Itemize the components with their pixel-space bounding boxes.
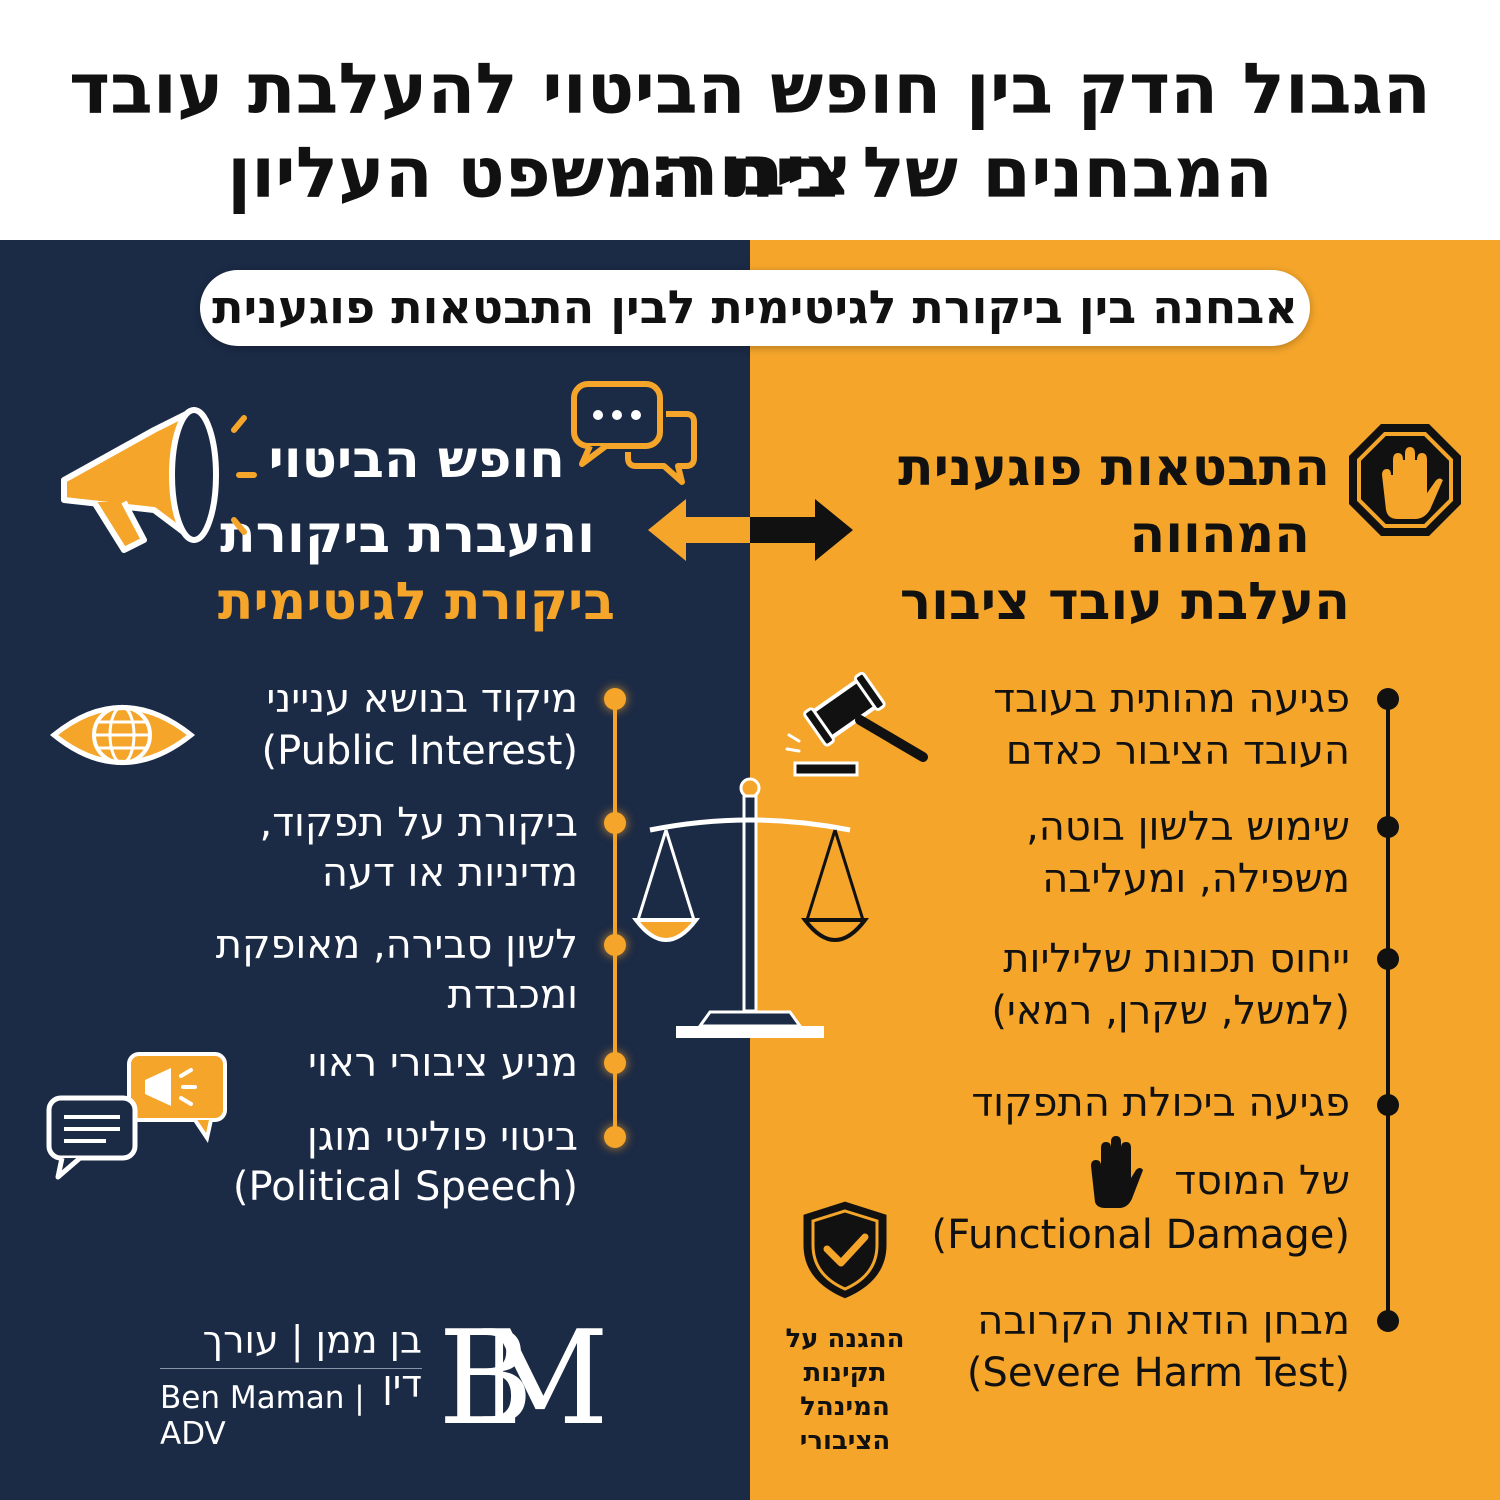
left-timeline-line bbox=[613, 700, 617, 1140]
right-item-5-line-2: (Severe Harm Test) bbox=[966, 1350, 1350, 1396]
double-arrow-icon bbox=[648, 499, 853, 561]
right-bullet-5 bbox=[1377, 1310, 1399, 1332]
right-item-5-line-1: מבחן הודאות הקרובה bbox=[977, 1298, 1350, 1344]
left-bullet-4 bbox=[604, 1052, 626, 1074]
right-item-2-line-1: שימוש בלשון בוטה, bbox=[1026, 804, 1350, 850]
left-item-5-line-1: ביטוי פוליטי מוגן bbox=[306, 1114, 578, 1160]
left-item-1-line-1: מיקוד בנושא ענייני bbox=[266, 676, 578, 722]
banner-text: אבחנה בין ביקורת לגיטימית לבין התבטאות פ… bbox=[212, 280, 1298, 334]
right-item-1-line-1: פגיעה מהותית בעובד bbox=[993, 676, 1350, 722]
right-item-4-line-2: של המוסד bbox=[1174, 1158, 1350, 1204]
right-item-2-line-2: משפילה, ומעליבה bbox=[1042, 856, 1350, 902]
note-line-2: תקינות bbox=[803, 1358, 887, 1388]
left-heading-line-2: והעברת ביקורת bbox=[220, 505, 595, 565]
right-heading-line-2: המהווה bbox=[1129, 505, 1310, 565]
shield-check-icon bbox=[798, 1196, 892, 1304]
left-heading-line-3: ביקורת לגיטימית bbox=[217, 572, 615, 632]
hand-icon bbox=[1091, 1136, 1143, 1208]
brand-english: Ben Maman | ADV bbox=[160, 1380, 365, 1452]
note-line-3: המינהל bbox=[800, 1392, 890, 1422]
right-bullet-1 bbox=[1377, 688, 1399, 710]
logo-b: B bbox=[438, 1302, 534, 1454]
note-text: ההגנה על תקינות המינהל הציבורי bbox=[770, 1322, 920, 1458]
chat-bubbles-icon bbox=[571, 381, 697, 485]
right-bullet-3 bbox=[1377, 948, 1399, 970]
header: הגבול הדק בין חופש הביטוי להעלבת עובד צי… bbox=[0, 0, 1500, 240]
title-line-2: המבחנים של בית המשפט העליון bbox=[227, 132, 1273, 214]
right-timeline-line bbox=[1386, 700, 1390, 1325]
left-bullet-2 bbox=[604, 812, 626, 834]
left-item-3-line-1: לשון סבירה, מאופקת bbox=[215, 922, 578, 968]
megaphone-icon bbox=[61, 407, 257, 553]
left-item-2-line-1: ביקורת על תפקוד, bbox=[259, 800, 578, 846]
chat-icon bbox=[46, 1095, 138, 1180]
right-item-3-line-2: (למשל, שקרן, רמאי) bbox=[991, 988, 1350, 1034]
left-bullet-5 bbox=[604, 1126, 626, 1148]
brand-hebrew: בן ממן | עורך דין bbox=[202, 1318, 422, 1406]
title-line-1: הגבול הדק בין חופש הביטוי להעלבת עובד צי… bbox=[69, 48, 1431, 212]
left-item-2-line-2: מדיניות או דעה bbox=[321, 850, 578, 896]
banner-pill: אבחנה בין ביקורת לגיטימית לבין התבטאות פ… bbox=[200, 270, 1310, 346]
eye-globe-icon bbox=[50, 705, 196, 765]
right-item-4-line-3: (Functional Damage) bbox=[931, 1212, 1350, 1258]
megaphone-chat-icon bbox=[127, 1052, 227, 1144]
logo-m: M bbox=[476, 1302, 609, 1454]
note-line-4: הציבורי bbox=[799, 1426, 891, 1456]
left-item-1-line-2: (Public Interest) bbox=[261, 728, 578, 774]
left-bullet-1 bbox=[604, 688, 626, 710]
right-bullet-4 bbox=[1377, 1094, 1399, 1116]
right-bullet-2 bbox=[1377, 816, 1399, 838]
left-bullet-3 bbox=[604, 934, 626, 956]
left-heading-line-1: חופש הביטוי bbox=[268, 430, 565, 490]
left-item-3-line-2: ומכבדת bbox=[447, 972, 578, 1018]
brand-divider bbox=[160, 1368, 422, 1369]
brand-logo: B M bbox=[438, 1302, 609, 1454]
stop-hand-icon bbox=[1349, 424, 1461, 536]
right-item-4-line-1: פגיעה ביכולת התפקוד bbox=[971, 1080, 1350, 1126]
scales-icon bbox=[631, 777, 870, 1038]
gavel-icon bbox=[785, 671, 928, 777]
left-item-4-line-1: מניע ציבורי ראוי bbox=[308, 1040, 578, 1086]
right-item-3-line-1: ייחוס תכונות שליליות bbox=[1003, 936, 1350, 982]
right-heading-line-1: התבטאות פוגענית bbox=[898, 438, 1330, 498]
right-heading-line-3: העלבת עובד ציבור bbox=[899, 572, 1350, 632]
right-item-1-line-2: העובד הציבור כאדם bbox=[1005, 728, 1350, 774]
note-line-1: ההגנה על bbox=[785, 1324, 905, 1354]
left-item-5-line-2: (Political Speech) bbox=[232, 1164, 578, 1210]
